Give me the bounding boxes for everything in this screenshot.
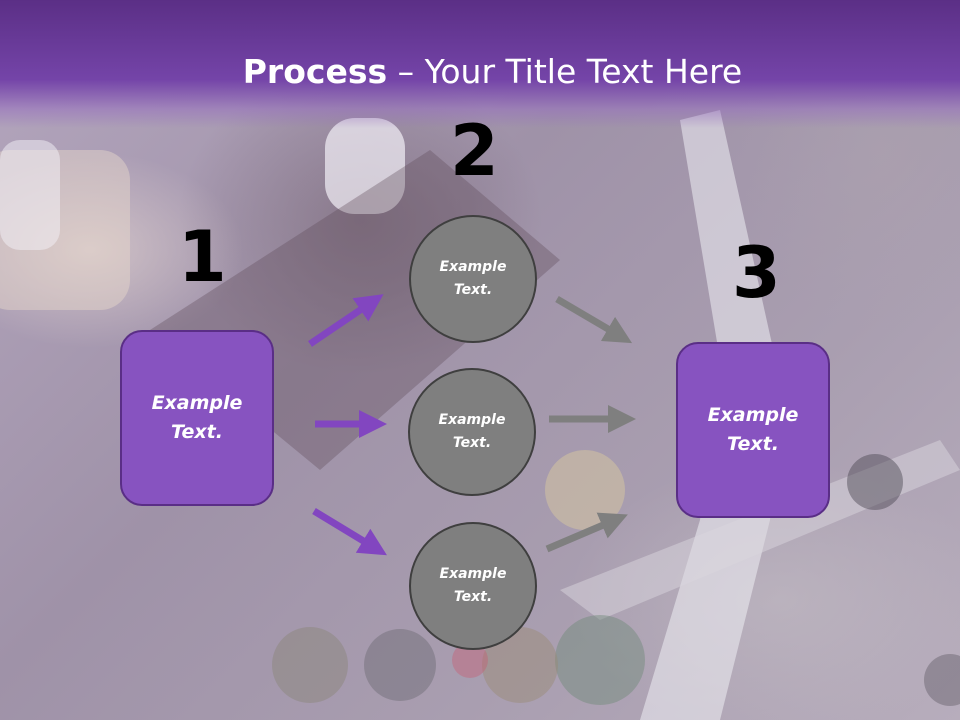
arrow-box1-to-circle3: [312, 508, 387, 556]
button-shape: [272, 627, 348, 703]
title-bold: Process: [242, 52, 388, 91]
arrow-box1-to-circle1: [308, 294, 384, 347]
circle-text: Example Text.: [439, 259, 507, 298]
title-rest: – Your Title Text Here: [387, 52, 743, 91]
step-2-circle-middle: Example Text.: [408, 368, 536, 496]
step-3-text: Example Text.: [707, 404, 799, 455]
scissors-blade-shape: [560, 440, 960, 620]
arrow-circle3-to-box3: [545, 512, 628, 553]
scissors-pivot-shape: [847, 454, 903, 510]
arrow-circle1-to-box3: [555, 295, 633, 344]
white-spool-shape: [325, 118, 405, 214]
button-shape: [364, 629, 436, 701]
step-2-circle-bottom: Example Text.: [409, 522, 537, 650]
step-3-box: Example Text.: [676, 342, 830, 518]
circle-text: Example Text.: [438, 412, 506, 451]
step-1-box: Example Text.: [120, 330, 274, 506]
step-2-circle-top: Example Text.: [409, 215, 537, 343]
circle-text: Example Text.: [439, 566, 507, 605]
title-bar: [0, 0, 960, 128]
button-shape: [555, 615, 645, 705]
tape-measure-shape: [640, 110, 780, 720]
step-number-1: 1: [178, 216, 227, 298]
step-number-3: 3: [732, 232, 781, 314]
button-shape: [482, 627, 558, 703]
step-number-2: 2: [450, 110, 499, 192]
step-1-text: Example Text.: [151, 392, 243, 443]
button-shape: [924, 654, 960, 706]
button-shape: [545, 450, 625, 530]
page-title: Process – Your Title Text Here: [0, 52, 960, 91]
pin-head-shape: [452, 642, 488, 678]
spool-cap-shape: [0, 140, 60, 250]
